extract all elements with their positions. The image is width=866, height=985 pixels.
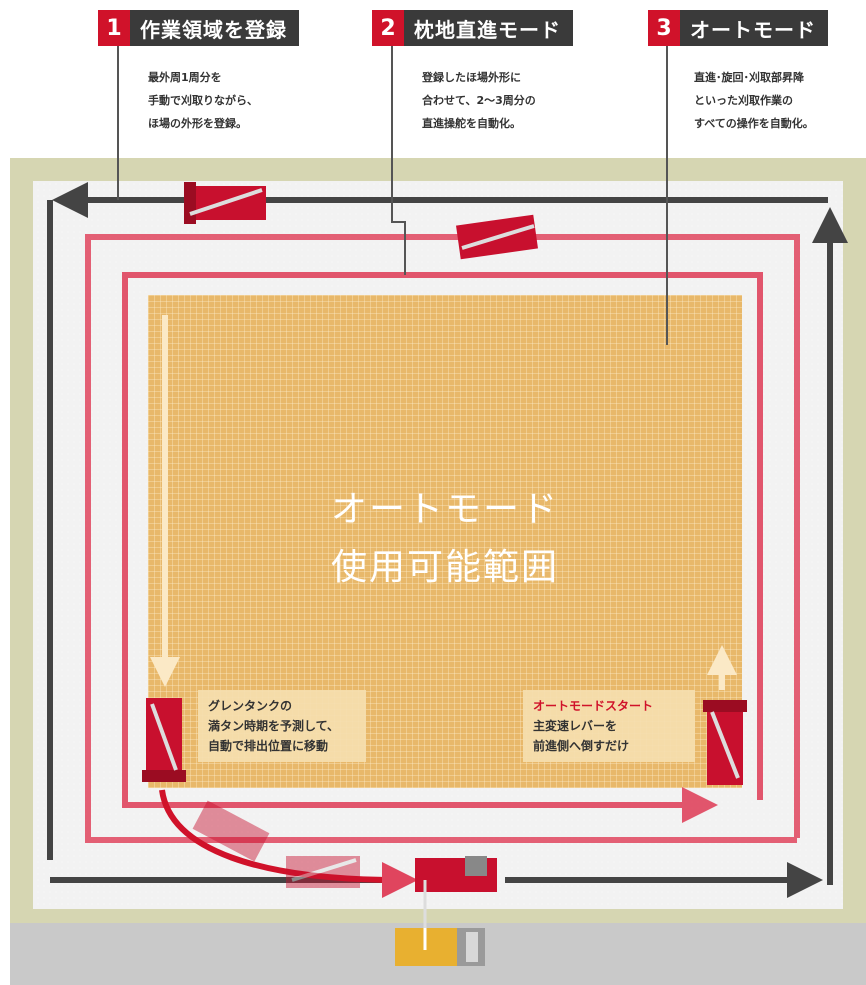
step-3-desc-line: すべての操作を自動化。 — [694, 117, 814, 130]
middle-loop-path — [85, 234, 800, 843]
note-right: オートモードスタート 主変速レバーを 前進側へ倒すだけ — [523, 690, 695, 762]
discharge-path — [159, 789, 418, 898]
combine-right — [703, 700, 747, 785]
step-3-desc-line: といった刈取作業の — [694, 94, 793, 107]
step-1-number: 1 — [98, 10, 130, 46]
step-2-desc-line: 直進操舵を自動化。 — [422, 117, 521, 130]
step-1-header: 1 作業領域を登録 — [98, 10, 299, 46]
step-1-desc-line: 手動で刈取りながら、 — [148, 94, 258, 107]
combine-top-middle — [456, 214, 538, 260]
note-left-line: 満タン時期を予測して、 — [208, 719, 340, 733]
note-left: グレンタンクの 満タン時期を予測して、 自動で排出位置に移動 — [198, 690, 366, 762]
step-3-desc-line: 直進･旋回･刈取部昇降 — [694, 71, 804, 84]
combine-top-left — [184, 182, 266, 224]
inner-loop-path — [122, 272, 763, 823]
middle-loop — [85, 234, 800, 843]
step-2-number: 2 — [372, 10, 404, 46]
truck — [395, 928, 485, 966]
step-3-title: オートモード — [680, 10, 828, 46]
note-right-highlight: オートモードスタート — [533, 699, 654, 713]
step-2-description: 登録したほ場外形に 合わせて、2〜3周分の 直進操舵を自動化。 — [422, 66, 536, 135]
step-2-desc-line: 合わせて、2〜3周分の — [422, 94, 536, 107]
step-2-header: 2 枕地直進モード — [372, 10, 573, 46]
note-left-line: 自動で排出位置に移動 — [208, 739, 329, 753]
step-1-description: 最外周1周分を 手動で刈取りながら、 ほ場の外形を登録。 — [148, 66, 258, 135]
step-2-desc-line: 登録したほ場外形に — [422, 71, 521, 84]
step-1-desc-line: ほ場の外形を登録。 — [148, 117, 247, 130]
step-2-leader — [391, 46, 406, 275]
note-right-line: 前進側へ倒すだけ — [533, 739, 630, 753]
inner-loop — [122, 272, 763, 823]
step-2-title: 枕地直進モード — [404, 10, 573, 46]
step-3-number: 3 — [648, 10, 680, 46]
step-1-desc-line: 最外周1周分を — [148, 71, 222, 84]
note-right-line: 主変速レバーを — [533, 719, 618, 733]
combine-ghost-2 — [286, 856, 360, 888]
step-1-title: 作業領域を登録 — [130, 10, 299, 46]
auto-area-label-line2: 使用可能範囲 — [330, 547, 559, 588]
auto-area-label-line1: オートモード — [330, 489, 559, 530]
combine-bottom — [415, 856, 497, 945]
combine-left — [142, 698, 186, 782]
step-3-header: 3 オートモード — [648, 10, 828, 46]
note-left-line: グレンタンクの — [208, 699, 293, 713]
step-3-description: 直進･旋回･刈取部昇降 といった刈取作業の すべての操作を自動化。 — [694, 66, 814, 135]
combine-ghost-1 — [192, 800, 270, 862]
